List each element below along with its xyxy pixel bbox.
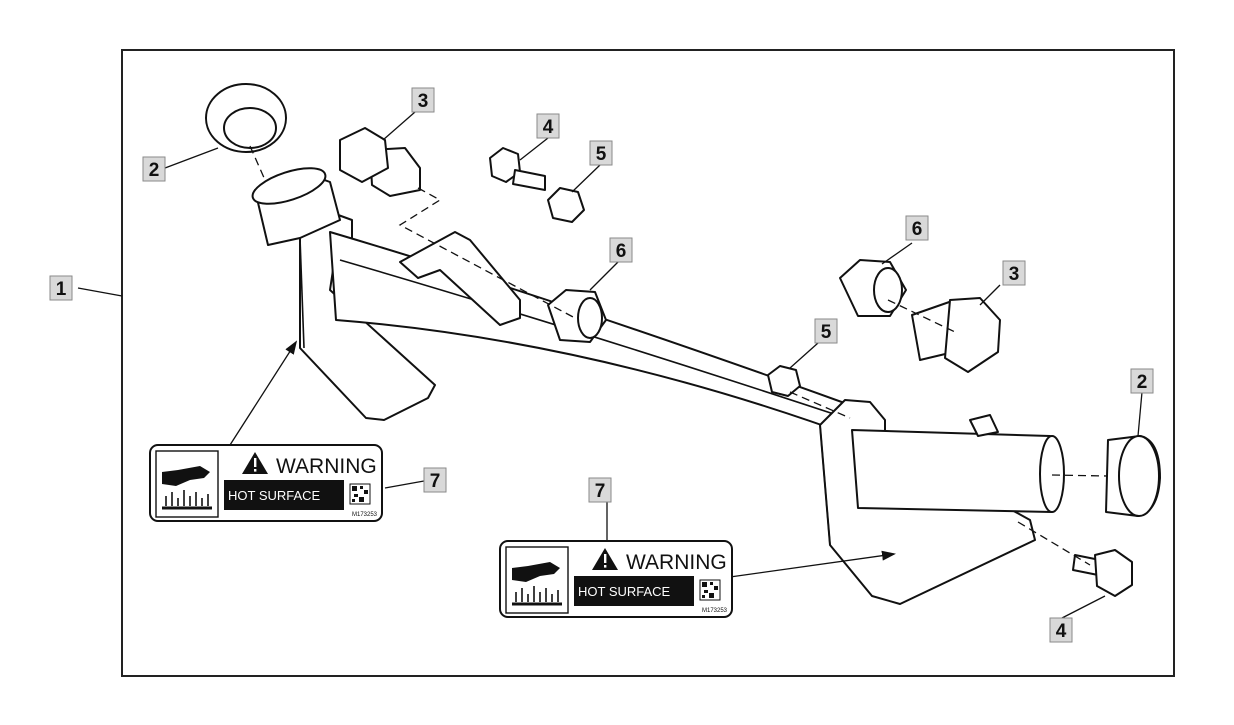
center-mounting-tab — [399, 231, 521, 326]
svg-text:3: 3 — [1009, 264, 1020, 285]
svg-text:6: 6 — [912, 219, 923, 240]
flange-nut-lower — [767, 365, 801, 397]
decal-hot-surface-text: HOT SURFACE — [228, 488, 321, 503]
svg-text:6: 6 — [616, 241, 627, 262]
callout-4-lower: 4 — [1049, 617, 1073, 643]
callout-3-upper: 3 — [411, 87, 435, 113]
callout-2-right: 2 — [1130, 368, 1154, 394]
hot-surface-hand-icon — [512, 562, 562, 606]
callout-7-left: 7 — [423, 467, 447, 493]
bolt-upper — [339, 127, 421, 197]
callout-5-lower: 5 — [814, 318, 838, 344]
callout-5-upper: 5 — [589, 140, 613, 166]
nut-right — [839, 259, 907, 317]
right-pipe-outlet — [851, 429, 1053, 513]
callout-7-right: 7 — [588, 477, 612, 503]
svg-text:1: 1 — [56, 279, 67, 300]
callout-2-left: 2 — [142, 156, 166, 182]
callout-3-lower: 3 — [1002, 260, 1026, 286]
gasket-right — [1105, 435, 1161, 517]
callout-4-upper: 4 — [536, 113, 560, 139]
svg-text:2: 2 — [1137, 372, 1148, 393]
svg-text:2: 2 — [149, 160, 160, 181]
svg-text:5: 5 — [821, 322, 832, 343]
svg-text:4: 4 — [543, 117, 554, 138]
flange-nut-upper — [547, 187, 585, 223]
small-bolt-lower — [1072, 549, 1133, 597]
svg-text:7: 7 — [430, 471, 441, 492]
svg-text:7: 7 — [595, 481, 606, 502]
svg-text:5: 5 — [596, 144, 607, 165]
callout-1: 1 — [49, 275, 73, 301]
decal-warning-word: WARNING — [626, 551, 727, 574]
diagram-frame — [121, 49, 1175, 677]
decal-warning-word: WARNING — [276, 455, 377, 478]
warning-triangle-icon — [592, 548, 618, 570]
decal-hot-surface-text: HOT SURFACE — [578, 584, 671, 599]
hot-surface-hand-icon — [162, 466, 212, 510]
warning-decal-left: WARNING HOT SURFACE M173253 — [149, 444, 383, 522]
nut-center — [547, 289, 607, 343]
callout-6-center: 6 — [609, 237, 633, 263]
decal-part-number: M173253 — [352, 512, 378, 518]
svg-text:4: 4 — [1056, 621, 1067, 642]
warning-triangle-icon — [242, 452, 268, 474]
bolt-lower — [911, 297, 1001, 373]
data-matrix-icon — [699, 579, 721, 601]
small-bolt-upper — [489, 147, 546, 191]
warning-decal-right: WARNING HOT SURFACE M173253 — [499, 540, 733, 618]
data-matrix-icon — [349, 483, 371, 505]
decal-part-number: M173253 — [702, 608, 728, 614]
callout-6-right: 6 — [905, 215, 929, 241]
gasket-left — [205, 83, 287, 153]
svg-text:3: 3 — [418, 91, 429, 112]
exhaust-pipe-assembly — [251, 167, 1065, 605]
